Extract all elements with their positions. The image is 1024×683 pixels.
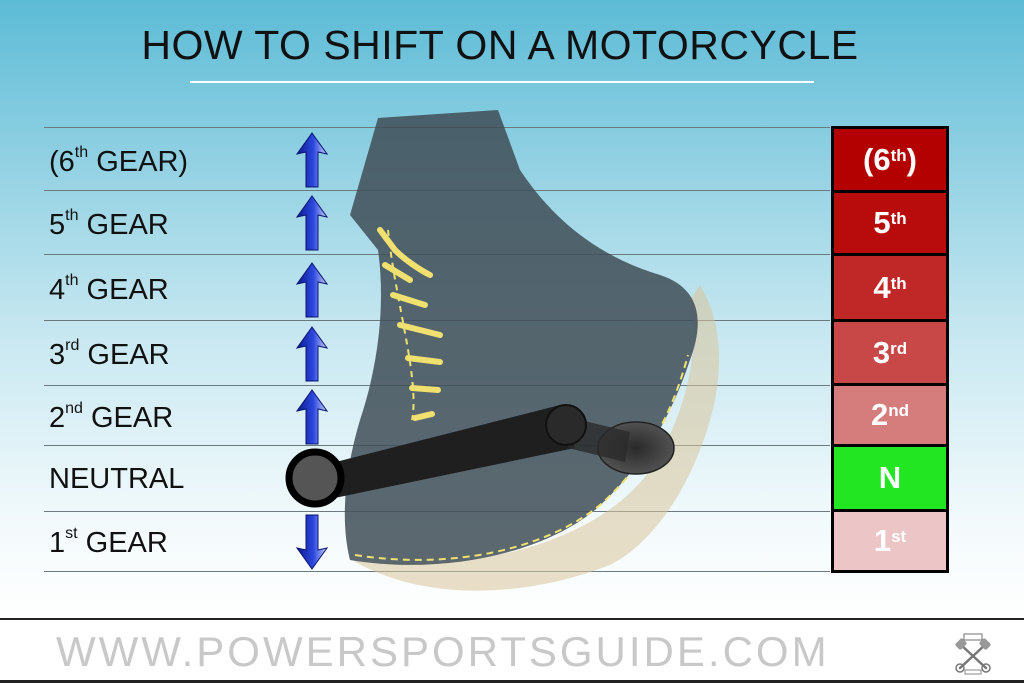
- gear-label-1st: 1st GEAR: [49, 525, 168, 559]
- footer-url: WWW.POWERSPORTSGUIDE.COM: [56, 628, 830, 675]
- gear-label-5th: 5th GEAR: [49, 207, 169, 241]
- gear-label-2nd: 2nd GEAR: [49, 400, 174, 434]
- up-arrow-icon: [296, 389, 328, 445]
- gear-label-neutral: NEUTRAL: [49, 463, 185, 495]
- up-arrow-icon: [296, 326, 328, 382]
- pistons-logo-icon: [950, 630, 996, 676]
- shift-lever: [285, 404, 675, 508]
- boot-sole: [352, 285, 720, 591]
- gear-label-4th: 4th GEAR: [49, 272, 169, 306]
- title-underline: [190, 81, 814, 83]
- gear-label-6th: (6th GEAR): [49, 144, 189, 178]
- page-title: HOW TO SHIFT ON A MOTORCYCLE: [141, 22, 859, 68]
- up-arrow-icon: [296, 195, 328, 251]
- boot-laces: [377, 227, 443, 421]
- gear-box-neutral: N: [834, 447, 946, 512]
- boot-stitching: [387, 229, 415, 421]
- gear-label-3rd: 3rd GEAR: [49, 337, 170, 371]
- footer-divider: [0, 618, 1024, 620]
- down-arrow-icon: [296, 514, 328, 570]
- footer-bottom-border: [0, 680, 1024, 683]
- boot-illustration: [285, 110, 720, 591]
- up-arrow-icon: [296, 262, 328, 318]
- up-arrow-icon: [296, 132, 328, 188]
